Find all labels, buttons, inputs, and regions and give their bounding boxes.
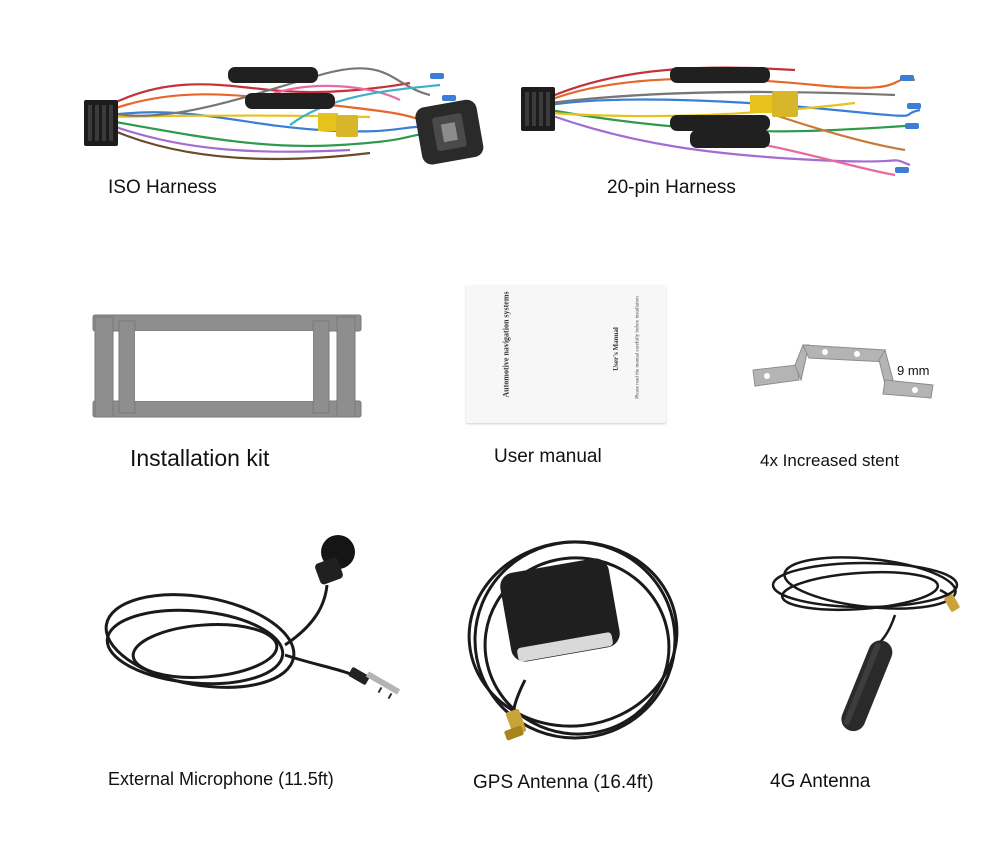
4g-antenna-image <box>771 556 960 732</box>
gps-antenna-label: GPS Antenna (16.4ft) <box>473 772 654 793</box>
user-manual-label: User manual <box>494 446 602 467</box>
stent-bracket-image <box>752 344 934 399</box>
20-pin-harness: 20-pin Harness <box>515 55 935 215</box>
installation-kit: Installation kit <box>85 305 375 480</box>
manual-cover-subtitle: User's Manual <box>612 327 620 371</box>
iso-harness: ISO Harness <box>70 55 510 215</box>
4g-antenna-label: 4G Antenna <box>770 771 871 792</box>
installation-kit-frame <box>92 314 362 418</box>
user-manual: Automotive navigation systems User's Man… <box>460 285 670 470</box>
20-pin-harness-image <box>521 66 921 177</box>
microphone-label: External Microphone (11.5ft) <box>108 769 334 789</box>
gps-antenna: GPS Antenna (16.4ft) <box>465 530 695 795</box>
increased-stent: 9 mm 4x Increased stent <box>745 340 945 480</box>
4g-antenna: 4G Antenna <box>755 555 965 795</box>
manual-cover-title: Automotive navigation systems <box>501 291 511 398</box>
external-microphone: External Microphone (11.5ft) <box>95 525 425 795</box>
20-pin-harness-label: 20-pin Harness <box>607 177 736 198</box>
iso-harness-label: ISO Harness <box>108 177 217 198</box>
microphone-image <box>104 535 401 700</box>
gps-antenna-image <box>467 540 679 741</box>
iso-harness-image <box>84 67 484 165</box>
installation-kit-label: Installation kit <box>130 445 270 471</box>
manual-cover-note: Please read the manual carefully before … <box>635 296 641 399</box>
stent-dimension: 9 mm <box>897 363 930 378</box>
stent-label: 4x Increased stent <box>760 451 899 470</box>
user-manual-cover: Automotive navigation systems User's Man… <box>466 285 666 423</box>
